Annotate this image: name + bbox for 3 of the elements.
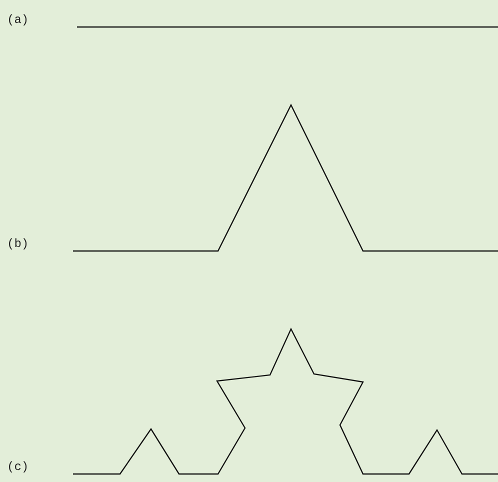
panel-label: (b) xyxy=(7,236,29,252)
panel-label: (c) xyxy=(7,459,29,475)
panel-label: (a) xyxy=(7,12,29,28)
